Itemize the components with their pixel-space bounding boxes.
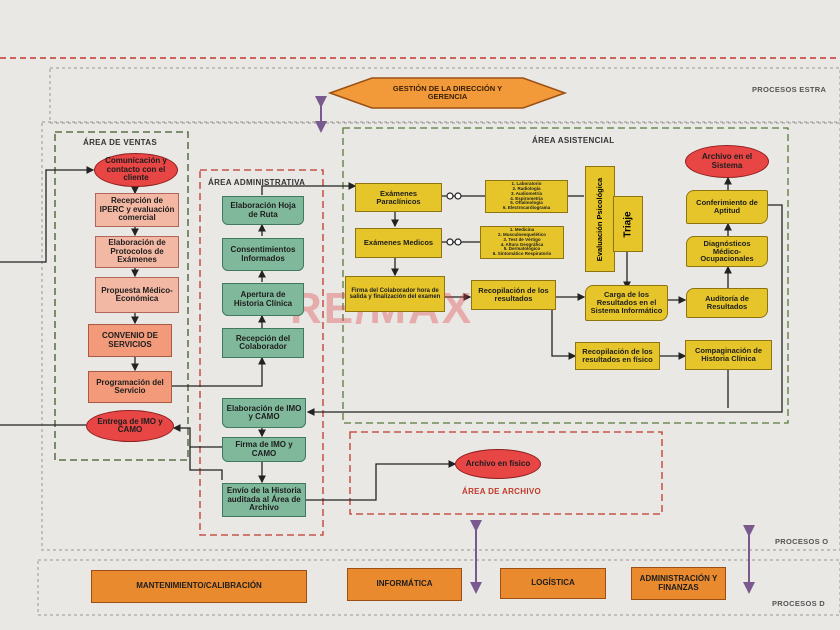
care-psych-label: Evaluación Psicológica xyxy=(595,177,605,261)
strategic-process-label: PROCESOS ESTRA xyxy=(752,85,827,94)
operative-band xyxy=(41,121,840,551)
support-band xyxy=(37,559,840,616)
care-collect-node: Recopilación de los resultados xyxy=(471,280,556,310)
admin-history-node: Apertura de Historia Clínica xyxy=(222,283,304,316)
archive-physical-node: Archivo en físico xyxy=(455,449,541,479)
admin-sign-node: Firma de IMO y CAMO xyxy=(222,437,306,462)
sales-iperc-node: Recepción de IPERC y evaluación comercia… xyxy=(95,193,179,227)
management-label: GESTIÓN DE LA DIRECCIÓN Y GERENCIA xyxy=(392,84,503,101)
care-triage-label: Triaje xyxy=(622,210,634,238)
admin-route-node: Elaboración Hoja de Ruta xyxy=(222,196,304,225)
management-shape xyxy=(327,77,568,109)
care-medical-node: Exámenes Medicos xyxy=(355,228,442,258)
support-maintenance-node: MANTENIMIENTO/CALIBRACIÓN xyxy=(91,570,307,603)
operative-process-label: PROCESOS O xyxy=(775,537,829,546)
care-triage-node: Triaje xyxy=(613,196,643,252)
care-paraclinic-list: 1. Laboratorio 2. Radiología 3. Audiomet… xyxy=(485,180,568,213)
support-logistics-node: LOGÍSTICA xyxy=(500,568,606,599)
care-aptitude-node: Conferimiento de Aptitud xyxy=(686,190,768,224)
sales-area-title: ÁREA DE VENTAS xyxy=(83,138,157,147)
support-it-node: INFORMÁTICA xyxy=(347,568,462,601)
care-physical-node: Recopilación de los resultados en físico xyxy=(575,342,660,370)
sales-contact-node: Comunicación y contacto con el cliente xyxy=(94,153,178,187)
sales-agreement-node: CONVENIO DE SERVICIOS xyxy=(88,324,172,357)
care-audit-node: Auditoría de Resultados xyxy=(686,288,768,318)
support-process-label: PROCESOS D xyxy=(772,599,826,608)
admin-area-title: ÁREA ADMINISTRATIVA xyxy=(208,178,306,187)
sales-proposal-node: Propuesta Médico-Económica xyxy=(95,277,179,313)
strategic-band xyxy=(49,67,840,124)
admin-send-node: Envío de la Historia auditada al Área de… xyxy=(222,483,306,517)
care-medical-list: 1. Medicina 2. Musculoesquelético 3. Tes… xyxy=(480,226,564,259)
sales-schedule-node: Programación del Servicio xyxy=(88,371,172,403)
admin-area-frame xyxy=(199,169,324,536)
care-psych-node: Evaluación Psicológica xyxy=(585,166,615,272)
sales-delivery-node: Entrega de IMO y CAMO xyxy=(86,410,174,442)
sales-area-frame xyxy=(54,131,189,461)
care-pagination-node: Compaginación de Historia Clínica xyxy=(685,340,772,370)
care-signature-node: Firma del Colaborador hora de salida y f… xyxy=(345,276,445,312)
care-upload-node: Carga de los Resultados en el Sistema In… xyxy=(585,285,668,321)
care-area-title: ÁREA ASISTENCIAL xyxy=(532,136,615,145)
admin-consents-node: Consentimientos Informados xyxy=(222,238,304,271)
archive-area-frame xyxy=(349,431,663,515)
support-finance-node: ADMINISTRACIÓN Y FINANZAS xyxy=(631,567,726,600)
archive-area-title: ÁREA DE ARCHIVO xyxy=(462,487,542,496)
care-paraclinic-node: Exámenes Paraclínicos xyxy=(355,183,442,212)
care-area-frame xyxy=(342,127,789,424)
care-archive-system-node: Archivo en el Sistema xyxy=(685,145,769,178)
care-diagnosis-node: Diagnósticos Médico-Ocupacionales xyxy=(686,236,768,267)
admin-imo-node: Elaboración de IMO y CAMO xyxy=(222,398,306,428)
sales-protocols-node: Elaboración de Protocolos de Exámenes xyxy=(95,236,179,268)
admin-reception-node: Recepción del Colaborador xyxy=(222,328,304,358)
